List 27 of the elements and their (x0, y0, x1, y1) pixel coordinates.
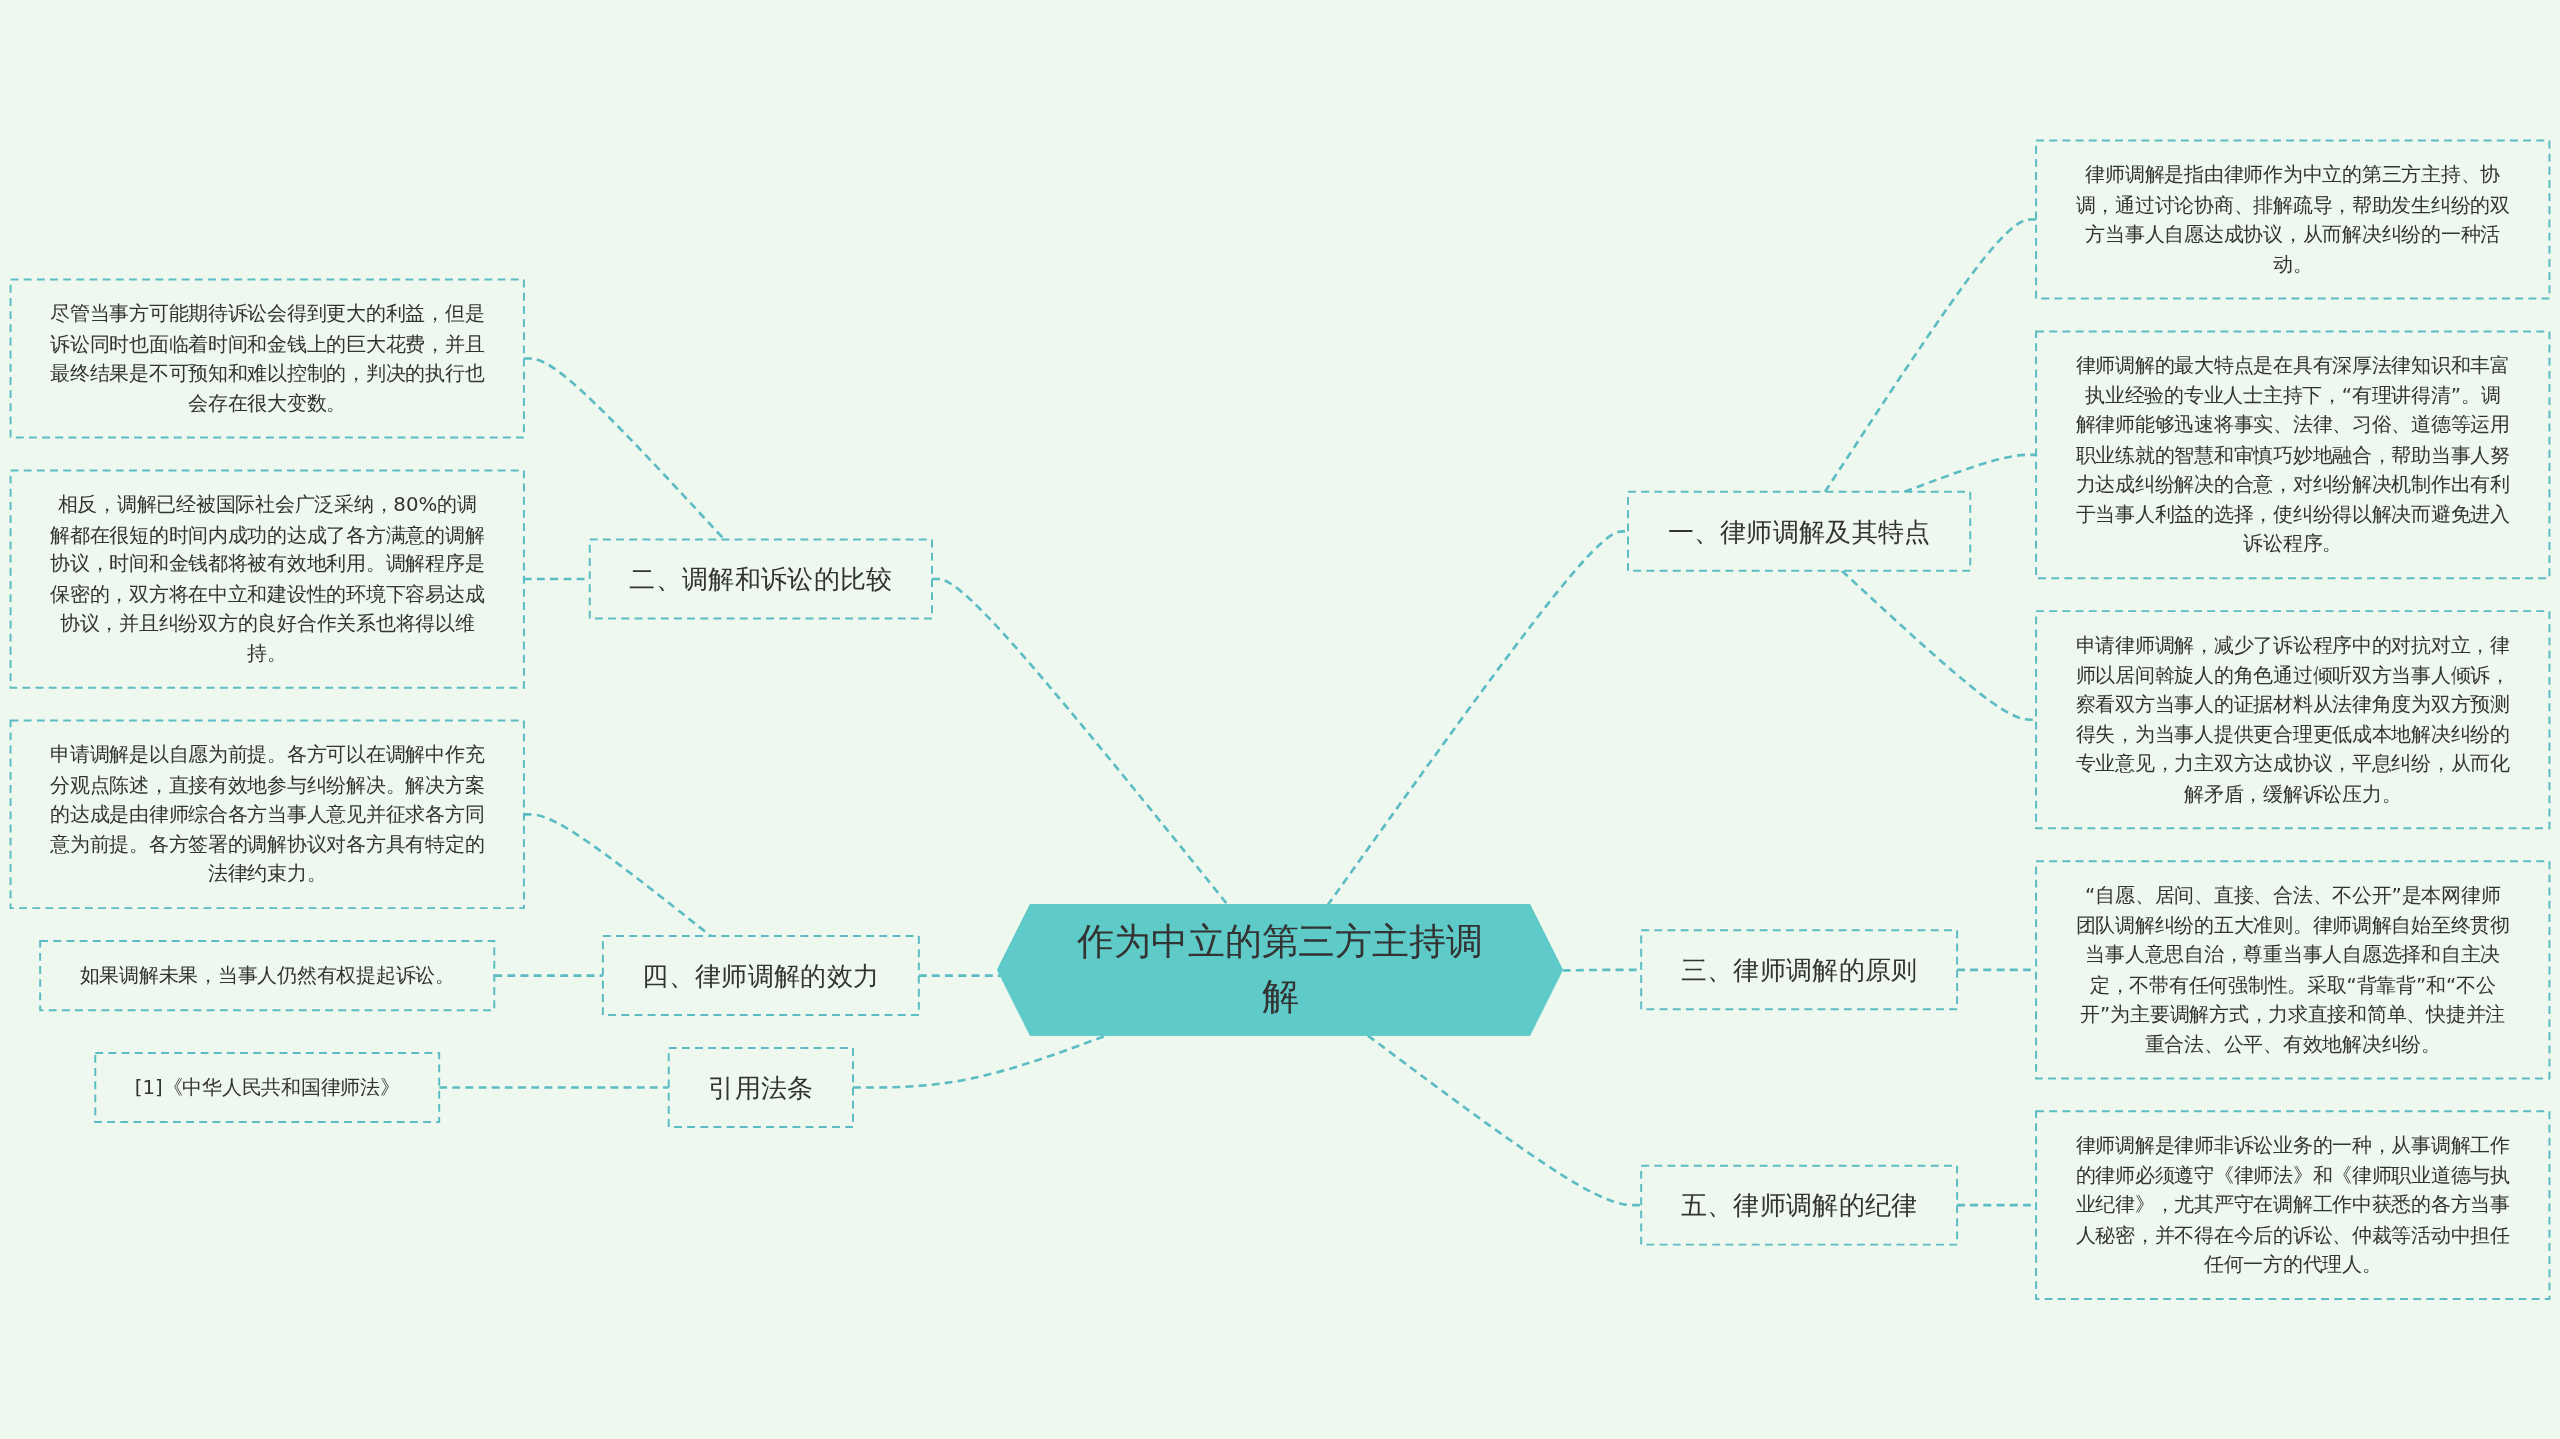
connector (439, 1085, 669, 1089)
node-box: 引用法条 (667, 1046, 854, 1128)
connector (932, 577, 1230, 906)
connector (494, 974, 603, 977)
connector (1823, 217, 2037, 493)
node-box: 相反，调解已经被国际社会广泛采纳，80%的调解都在很短的时间内成功的达成了各方满意的调解协议，时间和金钱都将被有效地利用。调解程序是保密的，双方将在中立和建设性的环境下容易达成协议，并且纠纷双方的良好合作关系也将得以维持。 (9, 469, 525, 689)
connector (523, 357, 726, 541)
node-box: 申请律师调解，减少了诉讼程序中的对抗对立，律师以居间斡旋人的角色通过倾听双方当事人倾诉，察看双方当事人的证据材料从法律角度为双方预测得失，为当事人提供更合理更低成本地解决纠纷的专业意见，力主双方达成协议，平息纠纷，从而化解矛盾，缓解诉讼压力。 (2035, 609, 2551, 830)
connector (1367, 1034, 1642, 1207)
node-box: 如果调解未果，当事人仍然有权提起诉讼。 (39, 939, 496, 1011)
connector (1326, 529, 1628, 906)
node-box: [1]《中华人民共和国律师法》 (94, 1051, 441, 1123)
connector (1904, 453, 2037, 493)
connector (918, 974, 1001, 977)
node-box: 律师调解的最大特点是在具有深厚法律知识和丰富执业经验的专业人士主持下，“有理讲得清”。调解律师能够迅速将事实、法律、习俗、道德等运用职业练就的智慧和审慎巧妙地融合，帮助当事人努力达成纠纷解决的合意，对纠纷解决机制作出有利于当事人利益的选择，使纠纷得以解决而避免进入诉讼程序。 (2035, 330, 2551, 579)
node-box: 申请调解是以自愿为前提。各方可以在调解中作充分观点陈述，直接有效地参与纠纷解决。解决方案的达成是由律师综合各方当事人意见并征求各方同意为前提。各方签署的调解协议对各方具有特定的法律约束力。 (9, 719, 525, 909)
node-box: 三、律师调解的原则 (1640, 929, 1959, 1011)
node-box: “自愿、居间、直接、合法、不公开”是本网律师团队调解纠纷的五大准则。律师调解自始至终贯彻当事人意思自治，尊重当事人自愿选择和自主决定，不带有任何强制性。采取“背靠背”和“不公开”为主要调解方式，力求直接和简单、快捷并注重合法、公平、有效地解决纠纷。 (2035, 860, 2551, 1080)
connector (853, 1034, 1107, 1089)
node-box: 二、调解和诉讼的比较 (588, 538, 933, 620)
node-box: 律师调解是指由律师作为中立的第三方主持、协调，通过讨论协商、排解疏导，帮助发生纠纷的双方当事人自愿达成协议，从而解决纠纷的一种活动。 (2035, 139, 2551, 300)
node-box: 四、律师调解的效力 (601, 934, 920, 1016)
connector (523, 812, 712, 937)
node-box: 一、律师调解及其特点 (1627, 490, 1972, 572)
node-box: 尽管当事方可能期待诉讼会得到更大的利益，但是诉讼同时也面临着时间和金钱上的巨大花费，并且最终结果是不可预知和难以控制的，判决的执行也会存在很大变数。 (9, 278, 525, 439)
node-box: 律师调解是律师非诉讼业务的一种，从事调解工作的律师必须遵守《律师法》和《律师职业道德与执业纪律》，尤其严守在调解工作中获悉的各方当事人秘密，并不得在今后的诉讼、仲裁等活动中担任任何一方的代理人。 (2035, 1110, 2551, 1300)
node-box: 五、律师调解的纪律 (1640, 1164, 1959, 1246)
